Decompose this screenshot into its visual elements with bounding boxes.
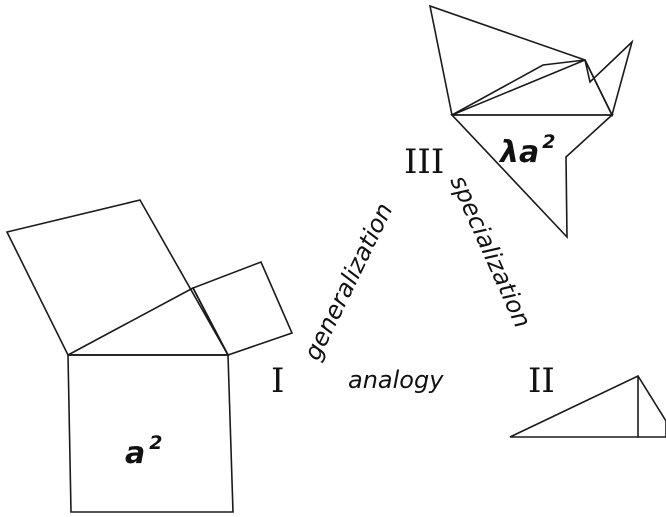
similar-polygons-figure: [428, 4, 634, 240]
right-triangle: [67, 286, 230, 356]
generalization-label: generalization: [298, 199, 398, 365]
cropped-right-triangle: [509, 374, 666, 438]
central-triangle: [451, 58, 614, 116]
node-label-I: I: [271, 361, 284, 401]
analogy-label: analogy: [348, 366, 444, 394]
top-left-polygon: [428, 4, 586, 117]
large-leg-square: [5, 199, 230, 356]
right-triangle-figure: [509, 374, 666, 438]
small-leg-square: [191, 260, 294, 356]
node-label-III: III: [404, 142, 444, 182]
top-right-polygon: [584, 39, 634, 118]
node-label-II: II: [528, 361, 555, 401]
pythagorean-figure: [5, 199, 294, 513]
specialization-label: specialization: [445, 171, 537, 332]
